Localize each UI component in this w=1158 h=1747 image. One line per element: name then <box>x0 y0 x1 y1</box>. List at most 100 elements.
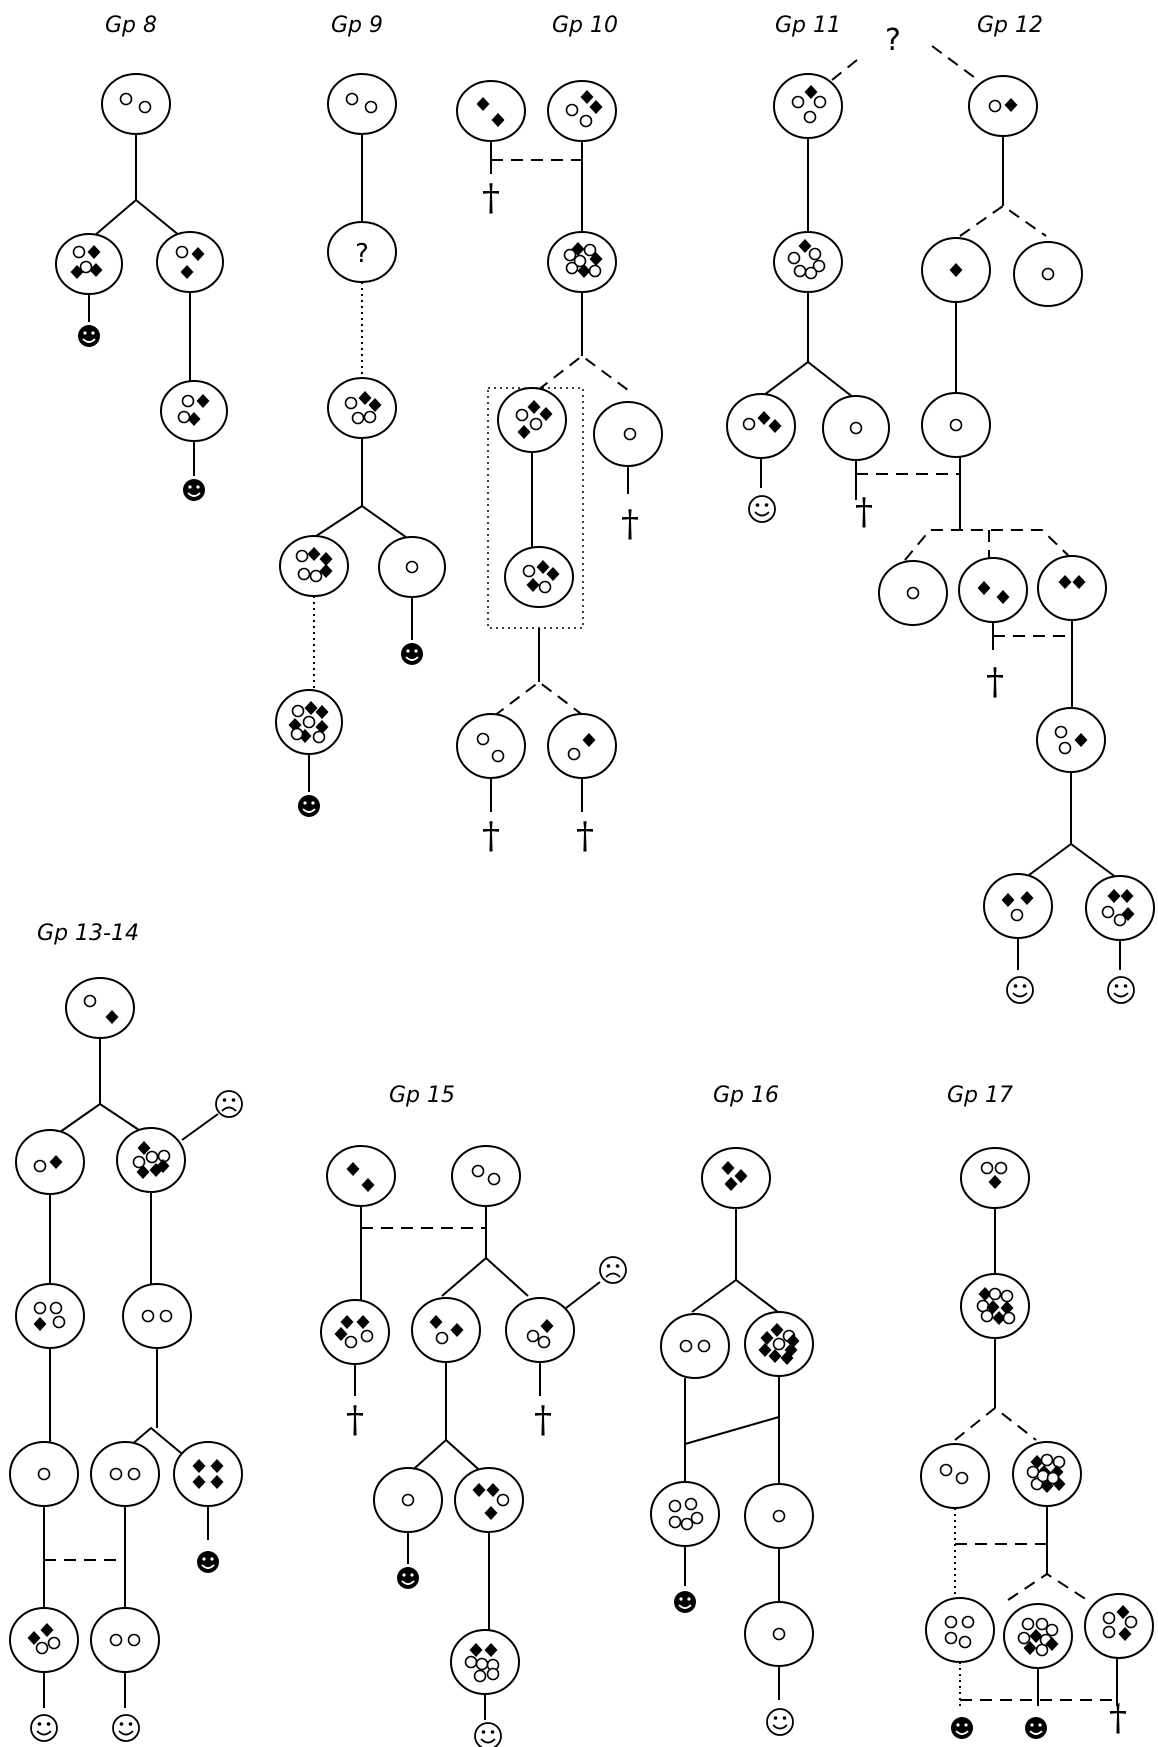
circle-glyph <box>567 747 581 761</box>
branch-line <box>93 198 181 237</box>
node-ellipse <box>505 1297 575 1363</box>
circle-glyph <box>1124 1615 1138 1629</box>
node-ellipse <box>411 1297 481 1363</box>
node-ellipse <box>454 1467 524 1533</box>
diamond-glyph <box>1023 1641 1037 1655</box>
filled-smiley-mouth <box>405 656 419 661</box>
circle-glyph <box>401 1493 415 1507</box>
circle-glyph <box>1041 267 1055 281</box>
group-label: Gp 8 <box>105 13 157 38</box>
diamond-glyph <box>136 1165 150 1179</box>
smiley-mouth <box>754 511 770 517</box>
filled-smiley-mouth <box>401 1580 415 1585</box>
circle-glyph <box>132 1155 146 1169</box>
smiley-eye <box>128 1722 133 1726</box>
unknown-mark: ? <box>355 239 369 269</box>
smiley-face <box>112 1714 140 1742</box>
diamond-glyph <box>517 425 531 439</box>
smiley-eye <box>764 503 769 507</box>
filled-smiley-eye <box>410 1573 414 1577</box>
diamond-glyph <box>1000 1301 1014 1315</box>
diamond-glyph <box>978 1287 992 1301</box>
diamond-glyph <box>210 1475 224 1489</box>
node-ellipse <box>1085 875 1155 941</box>
circle-glyph <box>944 1615 958 1629</box>
circle-glyph <box>360 1329 374 1343</box>
circle-glyph <box>679 1339 693 1353</box>
node-ellipse <box>701 1147 771 1209</box>
filled-smiley-face <box>674 1591 696 1613</box>
filled-smiley-eye <box>210 1557 214 1561</box>
smiley-icon <box>474 1722 502 1747</box>
circle-glyph <box>980 1309 994 1323</box>
diamond-glyph <box>484 1506 498 1520</box>
circle-glyph <box>72 245 86 259</box>
filled-smiley-eye <box>188 485 192 489</box>
filled-smiley-mouth <box>955 1730 969 1735</box>
filled-smiley-face <box>397 1567 419 1589</box>
circle-glyph <box>849 421 863 435</box>
diamond-glyph <box>469 1643 483 1657</box>
diamond-glyph <box>191 247 205 261</box>
branch-line <box>1024 842 1118 879</box>
link-line <box>565 1281 601 1309</box>
diamond-glyph <box>540 1319 554 1333</box>
filled-smiley-face <box>298 795 320 817</box>
circle-glyph <box>565 261 579 275</box>
diamond-glyph <box>1004 98 1018 112</box>
filled-smiley-icon <box>298 795 320 817</box>
group-label: Gp 15 <box>389 1083 455 1108</box>
node-ellipse <box>173 1441 243 1507</box>
diamond-glyph <box>356 1315 370 1329</box>
filled-smiley-eye <box>687 1597 691 1601</box>
circle-glyph <box>804 266 818 280</box>
diamond-glyph <box>949 263 963 277</box>
diamond-glyph <box>577 264 591 278</box>
circle-glyph <box>515 408 529 422</box>
circle-glyph <box>363 410 377 424</box>
diamond-glyph <box>536 560 550 574</box>
node-ellipse <box>547 713 617 779</box>
circle-glyph <box>1002 1311 1016 1325</box>
circle-glyph <box>522 564 536 578</box>
circle-glyph <box>33 1301 47 1315</box>
circle-glyph <box>906 586 920 600</box>
circle-glyph <box>690 1511 704 1525</box>
diamond-glyph <box>192 1459 206 1473</box>
smiley-mouth <box>1012 992 1028 998</box>
circle-glyph <box>496 1493 510 1507</box>
dagger-icon: † <box>1109 1698 1127 1739</box>
node-ellipse <box>920 1443 990 1509</box>
node-ellipse <box>504 546 574 608</box>
filled-smiley-eye <box>83 331 87 335</box>
filled-smiley-eye <box>414 649 418 653</box>
circle-glyph <box>1102 1625 1116 1639</box>
circle-glyph <box>538 580 552 594</box>
smiley-mouth <box>118 1730 134 1736</box>
diamond-glyph <box>368 398 382 412</box>
circle-glyph <box>1102 1611 1116 1625</box>
filled-smiley-eye <box>402 1573 406 1577</box>
circle-glyph <box>684 1497 698 1511</box>
circle-glyph <box>1017 1631 1031 1645</box>
circle-glyph <box>988 1287 1002 1301</box>
filled-smiley-mouth <box>201 1564 215 1569</box>
circle-glyph <box>529 417 543 431</box>
smiley-face <box>1107 976 1135 1004</box>
diamond-glyph <box>758 1343 772 1357</box>
diamond-glyph <box>89 263 103 277</box>
branch-line <box>493 680 585 717</box>
diamond-glyph <box>450 1323 464 1337</box>
diamond-glyph <box>571 242 585 256</box>
circle-glyph <box>680 1517 694 1531</box>
group-label: Gp 10 <box>552 13 618 38</box>
node-ellipse <box>122 1283 192 1349</box>
circle-glyph <box>177 410 191 424</box>
branch-line <box>59 1102 143 1133</box>
circle-glyph <box>302 715 316 729</box>
node-ellipse <box>327 221 397 283</box>
circle-glyph <box>994 1161 1008 1175</box>
frown-icon <box>599 1256 627 1284</box>
node-ellipse <box>156 231 224 293</box>
group-label: Gp 17 <box>947 1083 1013 1108</box>
